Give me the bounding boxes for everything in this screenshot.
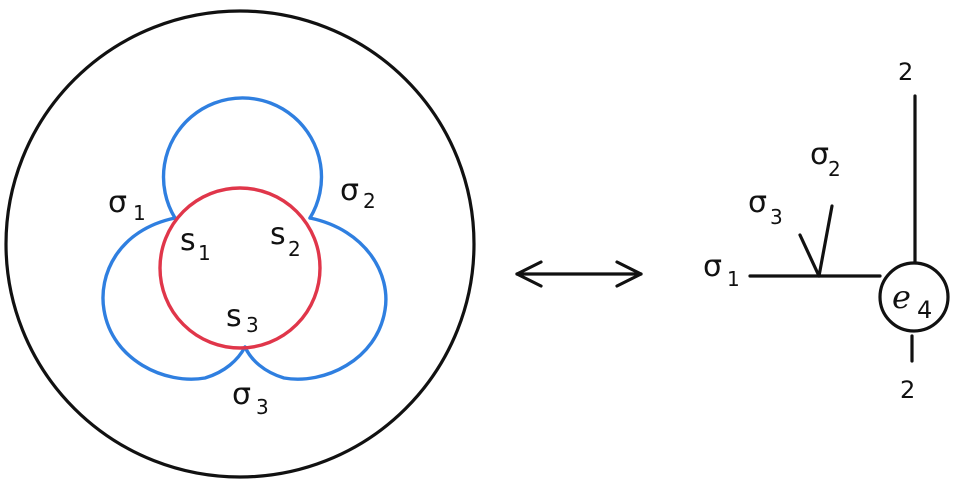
branch-label-sigma-2-sub: 2 — [828, 157, 841, 181]
branch-label-sigma-1: σ 1 — [703, 249, 740, 291]
top-leg-label: 2 — [898, 58, 913, 86]
label-sigma-3-left-base: σ — [232, 377, 251, 412]
branch-label-sigma-3-sub: 3 — [770, 205, 783, 229]
label-s-1-base: s — [180, 223, 196, 258]
label-sigma-3-left: σ 3 — [232, 377, 269, 419]
arrow-head-left — [515, 260, 543, 288]
inner-circle — [158, 186, 322, 350]
branch-label-sigma-2-base: σ — [810, 137, 829, 172]
label-s-3: s 3 — [226, 299, 259, 337]
branch-label-sigma-1-base: σ — [703, 249, 722, 284]
label-s-2-sub: 2 — [288, 237, 301, 261]
node-label-base: e — [892, 278, 911, 316]
label-s-2: s 2 — [270, 217, 301, 261]
label-s-3-sub: 3 — [246, 313, 259, 337]
loop-left — [101, 216, 247, 381]
label-sigma-2-sub: 2 — [363, 189, 376, 213]
branch-sigma-2 — [817, 204, 834, 278]
branch-label-sigma-3-base: σ — [748, 185, 767, 220]
node-label: e 4 — [892, 278, 932, 324]
double-arrow — [515, 260, 643, 288]
label-s-3-base: s — [226, 299, 242, 334]
label-s-2-base: s — [270, 217, 286, 252]
branch-label-sigma-3: σ 3 — [748, 185, 783, 229]
arrow-head-right — [615, 260, 643, 288]
label-sigma-1-sub: 1 — [133, 201, 146, 225]
branch-sigma-3 — [798, 233, 821, 278]
outer-circle — [4, 9, 476, 479]
branch-label-sigma-1-sub: 1 — [727, 267, 740, 291]
left-diagram: σ 1 σ 2 σ 3 s 1 s 2 s 3 — [4, 9, 476, 479]
node-e4 — [878, 261, 950, 333]
label-sigma-1-base: σ — [108, 185, 127, 220]
bottom-leg-label: 2 — [900, 376, 915, 404]
label-sigma-1: σ 1 — [108, 185, 146, 225]
label-sigma-3-left-sub: 3 — [256, 395, 269, 419]
loop-sigma-1-2-top — [161, 96, 324, 220]
label-s-1: s 1 — [180, 223, 211, 265]
label-sigma-2-base: σ — [340, 173, 359, 208]
branch-label-sigma-2: σ 2 — [810, 137, 841, 181]
label-sigma-2: σ 2 — [340, 173, 376, 213]
label-s-1-sub: 1 — [198, 241, 211, 265]
node-label-sub: 4 — [917, 296, 932, 324]
loop-right — [243, 216, 388, 381]
right-diagram: e 4 2 2 σ 1 σ 2 σ 3 — [703, 58, 950, 404]
